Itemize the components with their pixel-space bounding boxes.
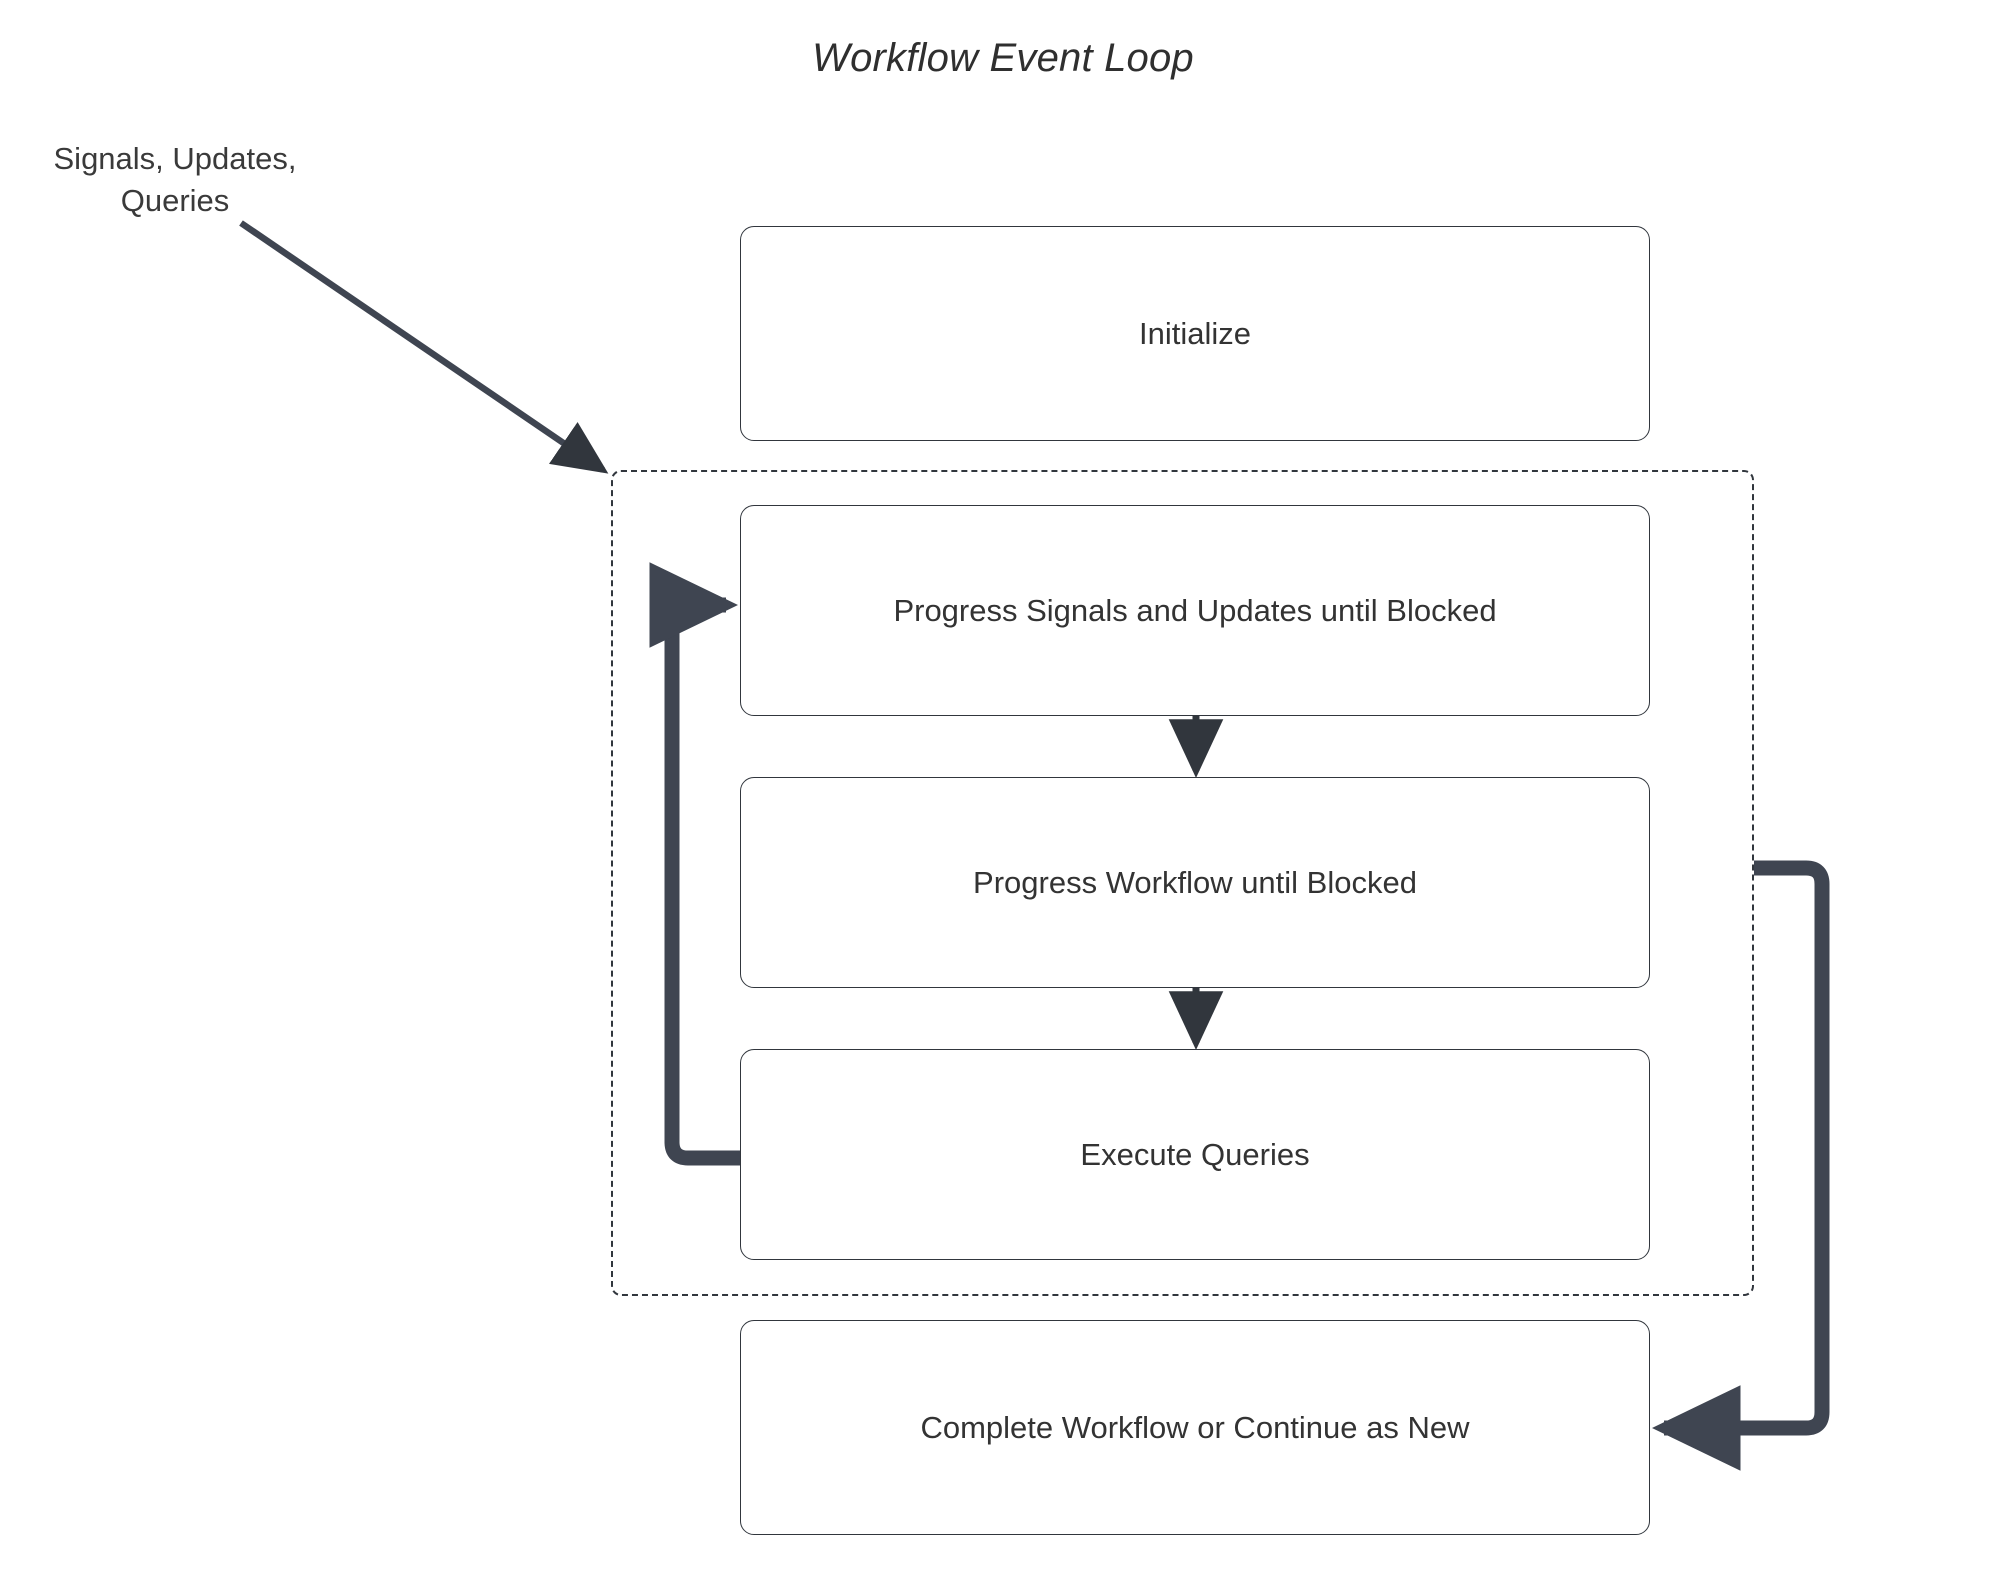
node-execute-queries[interactable]: Execute Queries (740, 1049, 1650, 1260)
node-progress-signals-label: Progress Signals and Updates until Block… (893, 592, 1497, 628)
node-progress-workflow[interactable]: Progress Workflow until Blocked (740, 777, 1650, 988)
edge-queries-loop-back (649, 562, 740, 1166)
node-complete-workflow[interactable]: Complete Workflow or Continue as New (740, 1320, 1650, 1535)
node-complete-workflow-label: Complete Workflow or Continue as New (920, 1409, 1470, 1445)
edge-signals-to-loop (239, 220, 609, 474)
node-progress-signals[interactable]: Progress Signals and Updates until Block… (740, 505, 1650, 716)
diagram-title: Workflow Event Loop (812, 36, 1194, 80)
node-initialize[interactable]: Initialize (740, 226, 1650, 441)
edge-loop-to-complete (1651, 860, 1830, 1471)
node-execute-queries-label: Execute Queries (1080, 1136, 1310, 1172)
node-initialize-label: Initialize (1139, 315, 1251, 351)
node-progress-workflow-label: Progress Workflow until Blocked (973, 864, 1417, 900)
signals-updates-queries-label: Signals, Updates, Queries (53, 141, 297, 218)
